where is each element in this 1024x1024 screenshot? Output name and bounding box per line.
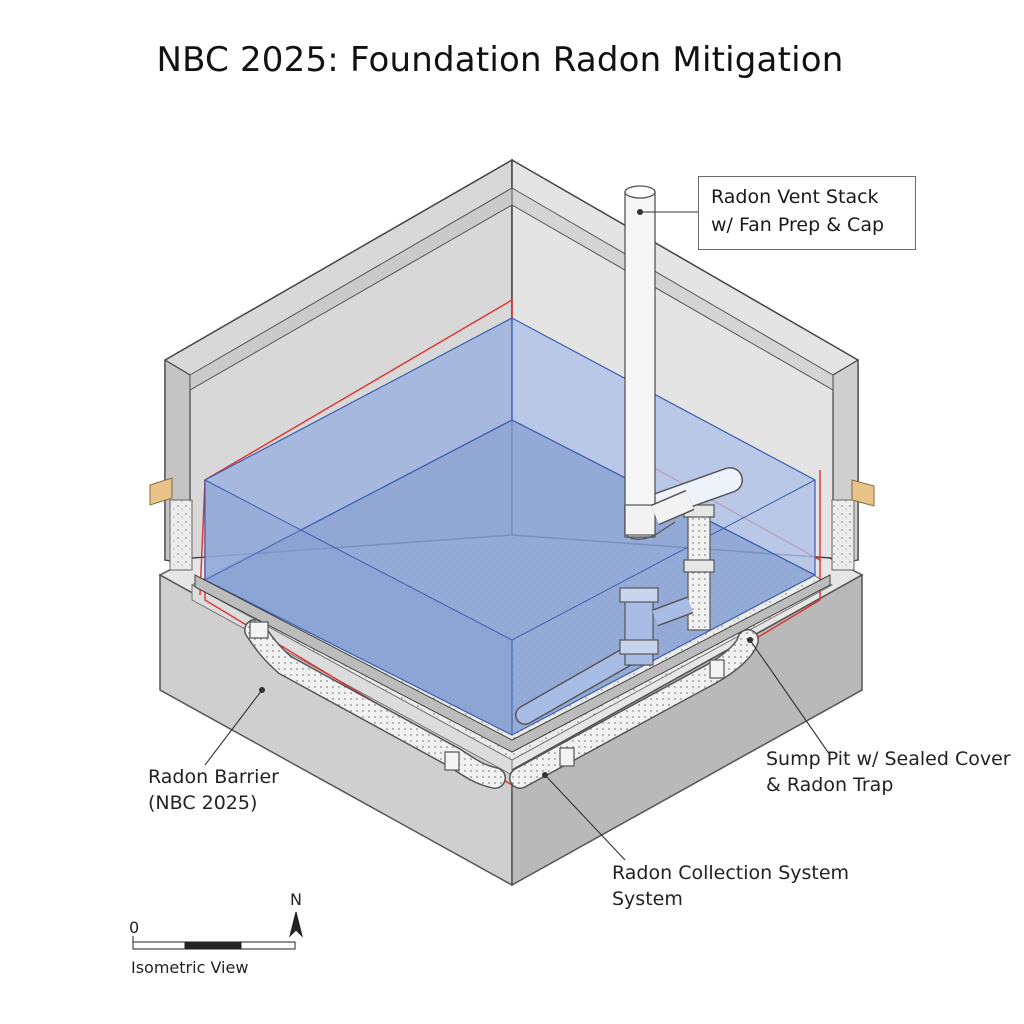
view-label: Isometric View	[131, 958, 249, 977]
callout-vent-stack-line2: w/ Fan Prep & Cap	[711, 214, 885, 236]
label-collection-system-line1: Radon Collection System	[612, 862, 850, 884]
label-sump-pit-line1: Sump Pit w/ Sealed Cover	[766, 748, 1011, 770]
label-sump-pit: Sump Pit w/ Sealed Cover & Radon Trap	[766, 746, 1011, 798]
label-collection-system: Radon Collection System System	[612, 860, 849, 912]
callout-vent-stack-line1: Radon Vent Stack	[711, 186, 879, 208]
label-sump-pit-line2: & Radon Trap	[766, 774, 894, 796]
label-radon-barrier-line2: (NBC 2025)	[148, 792, 258, 814]
north-label: N	[290, 890, 302, 909]
radon-collection-pipes	[244, 619, 759, 789]
callout-vent-stack: Radon Vent Stack w/ Fan Prep & Cap	[698, 176, 916, 250]
floor-slab-edge	[194, 574, 831, 753]
label-radon-barrier: Radon Barrier (NBC 2025)	[148, 764, 279, 816]
label-radon-barrier-line1: Radon Barrier	[148, 766, 279, 788]
scale-zero-label: 0	[129, 918, 140, 937]
callout-leaders	[204, 208, 831, 861]
north-arrow-icon	[289, 911, 303, 938]
scale-bar-icon	[132, 936, 296, 950]
label-collection-system-line2: System	[612, 888, 683, 910]
radon-vent-stack	[624, 185, 695, 540]
diagram-title: NBC 2025: Foundation Radon Mitigation	[156, 40, 844, 80]
